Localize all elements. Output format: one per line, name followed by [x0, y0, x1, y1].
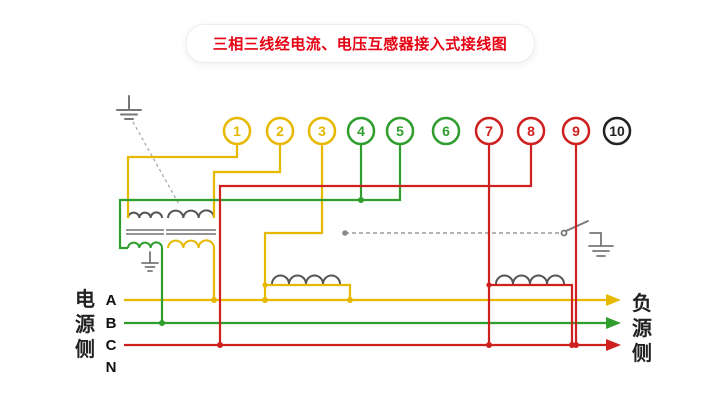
load-side-char-2: 源: [632, 317, 652, 340]
junction-dot: [347, 297, 353, 303]
junction-dot: [573, 342, 579, 348]
terminal-numbers: 1 2 3 4 5 6 7 8 9 10: [233, 123, 625, 139]
terminal-9: [561, 116, 591, 146]
ct2-primary-loop: [487, 283, 574, 345]
terminal-3-label: 3: [318, 123, 326, 139]
bus-b-arrow: [606, 317, 621, 329]
terminal-4-label: 4: [357, 123, 365, 139]
ground-icon-top-left: [116, 95, 142, 120]
wire-terminal1-to-pt1: [126, 144, 239, 218]
terminal-2: [265, 116, 295, 146]
terminal-4: [346, 116, 376, 146]
phase-b-marks: [159, 197, 621, 329]
phase-label-a: A: [106, 292, 117, 309]
phase-c-wires: [124, 144, 608, 347]
terminal-6-label: 6: [442, 123, 450, 139]
ground-dashed-link: [132, 121, 181, 207]
terminal-7-label: 7: [485, 123, 493, 139]
bus-a-arrow: [606, 294, 621, 306]
pt2-secondary-coil: [167, 239, 215, 249]
terminal-10: [602, 116, 632, 146]
junction-dot: [159, 320, 165, 326]
source-side-char-1: 电: [75, 288, 95, 311]
wire-terminal3-to-ct1: [263, 144, 324, 285]
earth-switch-icon: [560, 220, 614, 257]
pt1-secondary-coil: [127, 241, 163, 249]
phase-a-marks: [211, 282, 621, 306]
phase-c-marks: [217, 282, 621, 351]
junction-dot: [211, 297, 217, 303]
junction-dot: [262, 282, 268, 288]
ct1-coil: [271, 274, 341, 285]
diagram-title: 三相三线经电流、电压互感器接入式接线图: [212, 36, 508, 53]
wire-terminal5-to-pt1: [118, 144, 402, 250]
terminal-10-label: 10: [609, 123, 625, 139]
ct2-coil: [495, 274, 565, 285]
terminal-1-label: 1: [233, 123, 241, 139]
source-side-char-2: 源: [75, 313, 95, 336]
terminal-7: [474, 116, 504, 146]
pt2-primary-coil: [167, 209, 215, 219]
bus-c-arrow: [606, 339, 621, 351]
pt1-primary-coil: [127, 211, 163, 219]
terminal-8-label: 8: [527, 123, 535, 139]
pt-core-lines: [126, 229, 216, 235]
phase-a-wires: [124, 144, 608, 302]
terminal-5-label: 5: [396, 123, 404, 139]
load-side-char-3: 侧: [632, 341, 652, 365]
terminal-3: [307, 116, 337, 146]
terminal-9-label: 9: [572, 123, 580, 139]
terminal-2-label: 2: [276, 123, 284, 139]
earth-tap-dot: [342, 230, 348, 236]
terminal-1: [222, 116, 252, 146]
junction-dot: [262, 297, 268, 303]
phase-label-b: B: [106, 315, 117, 332]
junction-dot: [486, 342, 492, 348]
junction-dot: [358, 197, 364, 203]
phase-label-c: C: [106, 337, 117, 354]
wire-terminal2-to-pt2: [212, 144, 282, 218]
load-side-label: 负 源 侧: [632, 291, 652, 365]
terminal-8: [516, 116, 546, 146]
title-banner: 三相三线经电流、电压互感器接入式接线图: [185, 24, 535, 63]
phase-label-n: N: [106, 359, 117, 376]
source-side-label: 电 源 侧: [75, 288, 95, 361]
load-side-char-1: 负: [632, 291, 652, 315]
phase-b-wires: [118, 144, 608, 325]
terminal-block: [222, 116, 632, 146]
phase-labels: A B C N: [106, 292, 117, 376]
ct1-primary-loop: [263, 283, 352, 300]
ground-icon-pt: [141, 251, 159, 272]
current-transformer-coils: [271, 274, 565, 285]
wire-terminal8-to-bus-c: [218, 144, 533, 345]
junction-dot: [217, 342, 223, 348]
source-side-char-3: 侧: [75, 337, 95, 361]
terminal-6: [431, 116, 461, 146]
junction-dot: [486, 282, 492, 288]
terminal-5: [385, 116, 415, 146]
voltage-transformer-coils: [126, 209, 216, 235]
